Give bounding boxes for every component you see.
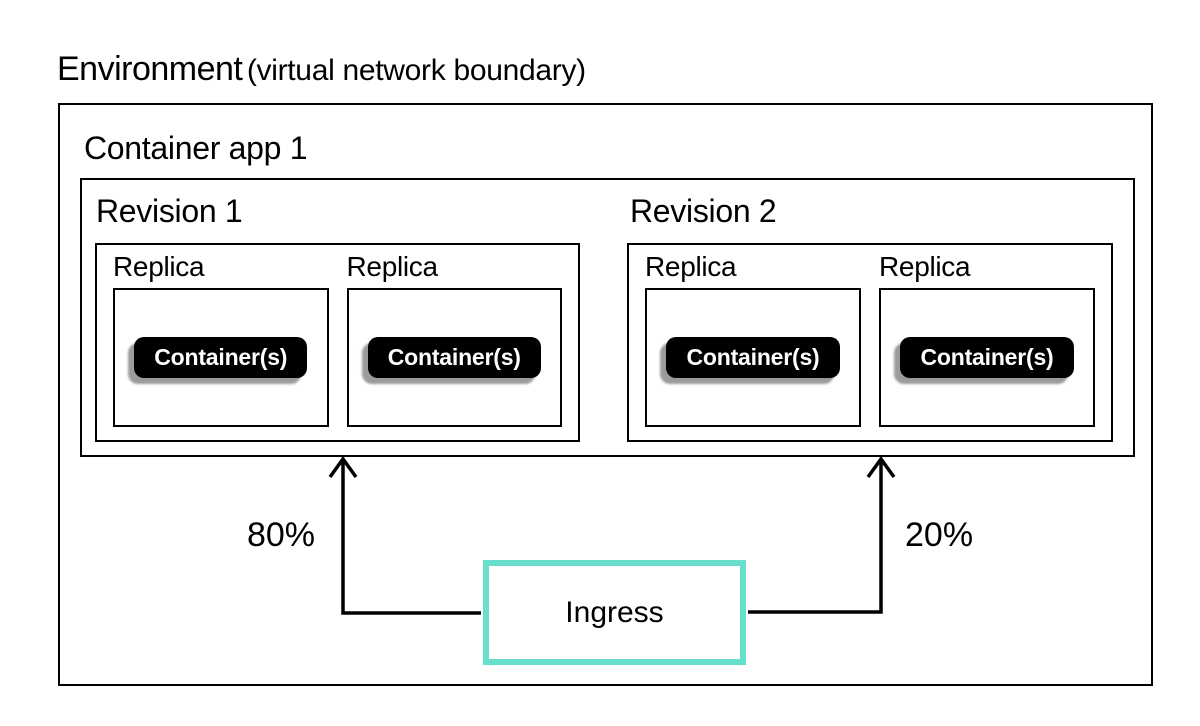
ingress-label: Ingress: [565, 595, 664, 629]
traffic-percent-revision-2: 20%: [905, 516, 974, 554]
replica-label: Replica: [113, 251, 205, 282]
containers-badge: Container(s): [134, 337, 308, 378]
replica-box: Container(s): [645, 288, 861, 427]
replica-box: Container(s): [879, 288, 1095, 427]
replica-cell: Replica Container(s): [645, 245, 861, 427]
revision-1-label: Revision 1: [96, 193, 243, 229]
diagram-title: Environment (virtual network boundary): [57, 50, 586, 89]
containers-badge: Container(s): [900, 337, 1074, 378]
replica-cell: Replica Container(s): [879, 245, 1095, 427]
container-app-label: Container app 1: [84, 130, 308, 166]
replica-box: Container(s): [113, 288, 329, 427]
environment-title: Environment: [57, 50, 243, 88]
revision-1-group-box: Replica Container(s) Replica Container(s…: [95, 243, 580, 442]
containers-badge: Container(s): [666, 337, 840, 378]
replica-cell: Replica Container(s): [113, 245, 329, 427]
replica-cell: Replica Container(s): [346, 245, 562, 427]
replica-label: Replica: [879, 251, 971, 282]
containers-badge: Container(s): [367, 337, 541, 378]
replica-box: Container(s): [346, 288, 562, 427]
replica-label: Replica: [346, 251, 439, 282]
revision-2-label: Revision 2: [630, 193, 777, 229]
replica-label: Replica: [645, 251, 737, 282]
ingress-box: Ingress: [483, 560, 746, 665]
traffic-percent-revision-1: 80%: [246, 516, 315, 554]
environment-subtitle: (virtual network boundary): [246, 54, 586, 87]
revision-2-group-box: Replica Container(s) Replica Container(s…: [627, 243, 1113, 442]
